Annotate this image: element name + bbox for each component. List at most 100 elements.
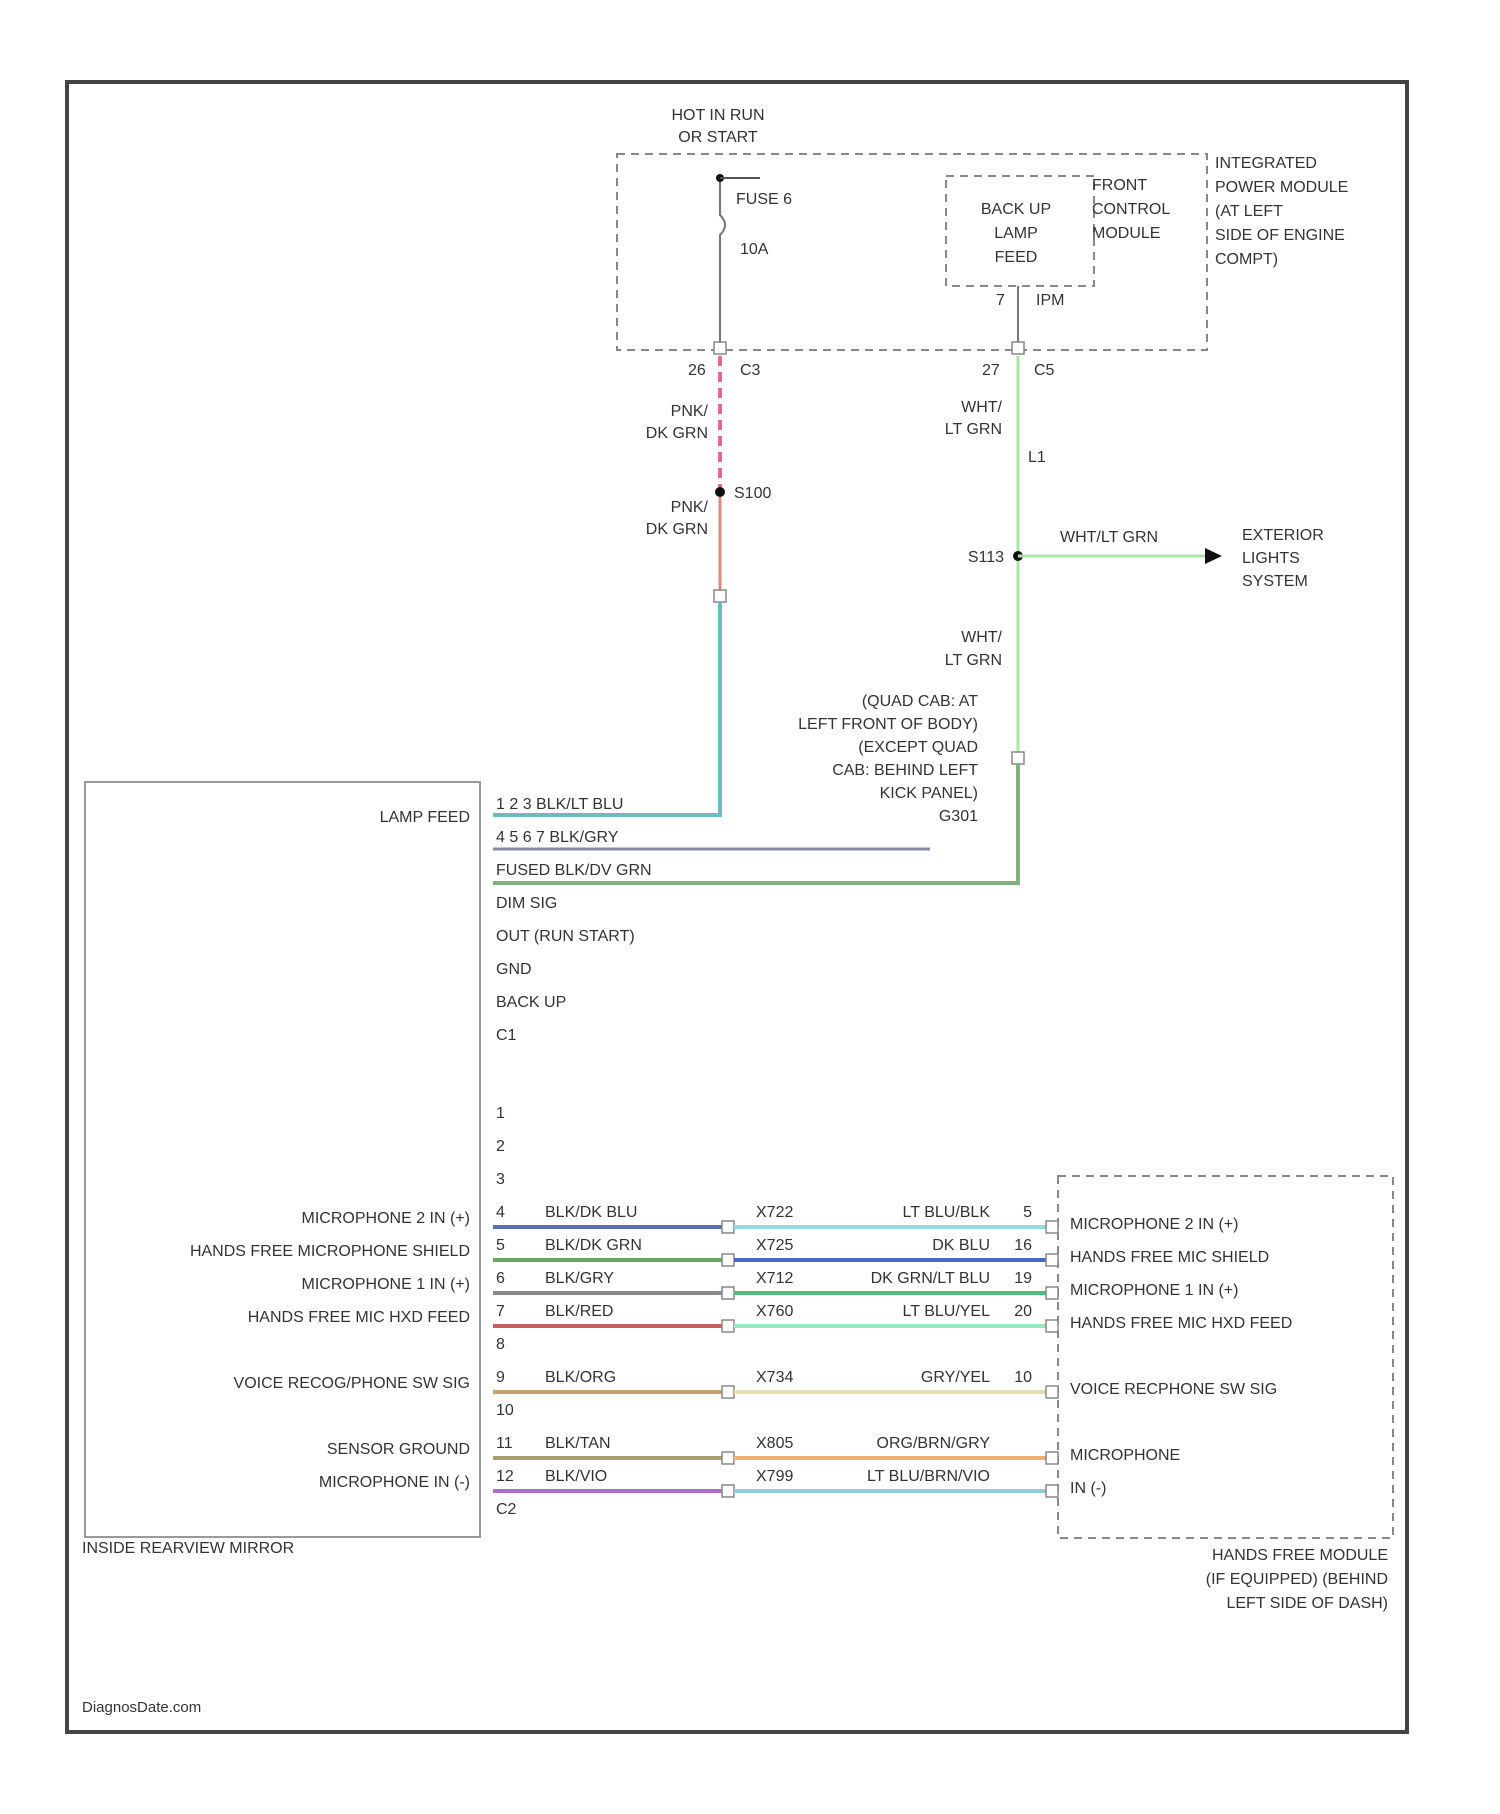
wire-label-wht-1b: LT GRN [945,421,1002,438]
wire-blk-lt-blu [493,602,720,815]
mirror-top-pin-label: BACK UP [496,994,566,1011]
svg-text:FEED: FEED [995,249,1038,266]
mirror-top-pin-label: DIM SIG [496,895,557,912]
mirror-pin-number: 3 [496,1171,505,1188]
wire-label-pink-2b: DK GRN [646,521,708,538]
fcm-label: FRONT CONTROL MODULE [1092,177,1170,242]
mirror-pin-number: 2 [496,1138,505,1155]
svg-text:LIGHTS: LIGHTS [1242,550,1300,567]
location-note: (QUAD CAB: AT LEFT FRONT OF BODY) (EXCEP… [798,693,978,825]
module-pin-number: 16 [1014,1237,1032,1254]
fuse-rating: 10A [740,241,769,258]
mirror-pin-number: 5 [496,1237,505,1254]
circuit-code: X734 [756,1369,793,1386]
mirror-pin-number: 11 [496,1435,513,1452]
mirror-top-pin-label: FUSED BLK/DV GRN [496,862,652,879]
svg-text:(IF EQUIPPED) (BEHIND: (IF EQUIPPED) (BEHIND [1206,1571,1388,1588]
svg-text:POWER MODULE: POWER MODULE [1215,179,1348,196]
fcm-pin: 7 [996,292,1005,309]
splice-s100 [715,487,725,497]
svg-text:CAB: BEHIND LEFT: CAB: BEHIND LEFT [832,762,978,779]
svg-text:SYSTEM: SYSTEM [1242,573,1308,590]
module-terminal [1046,1287,1058,1299]
module-terminal [1046,1221,1058,1233]
arrow-right-icon [1205,548,1222,564]
wire-color-right: GRY/YEL [921,1369,990,1386]
mirror-pin-number: 1 [496,1105,505,1122]
svg-text:(QUAD CAB: AT: (QUAD CAB: AT [862,693,978,710]
mirror-circuit-label: HANDS FREE MIC HXD FEED [248,1309,470,1326]
svg-text:G301: G301 [939,808,978,825]
svg-text:COMPT): COMPT) [1215,251,1278,268]
circuit-row: HANDS FREE MIC HXD FEED BLK/RED X760 LT BLU… [248,1303,1293,1332]
mirror-pin-number: 7 [496,1303,505,1320]
module-terminal [1046,1386,1058,1398]
mirror-top-pin-label: OUT (RUN START) [496,928,635,945]
inline-connector [722,1485,734,1497]
fuse-name: FUSE 6 [736,191,792,208]
inside-rearview-mirror-box [85,782,480,1537]
inline-connector [722,1386,734,1398]
inline-connector [722,1452,734,1464]
mirror-top-pin-label: C1 [496,1027,517,1044]
mirror-circuit-label: VOICE RECOG/PHONE SW SIG [234,1375,470,1392]
mirror-top-pin-label: 1 2 3 BLK/LT BLU [496,796,623,813]
circuit-code: X712 [756,1270,793,1287]
mirror-pin-number: C2 [496,1501,517,1518]
svg-text:MODULE: MODULE [1092,225,1160,242]
branch-wire-label: WHT/LT GRN [1060,529,1158,546]
wire-color-left: BLK/GRY [545,1270,614,1287]
circuit-code: X799 [756,1468,793,1485]
wire-label-wht-2a: WHT/ [961,629,1002,646]
wire-label-pink-1a: PNK/ [671,403,709,420]
module-circuit-label: MICROPHONE 2 IN (+) [1070,1216,1238,1233]
wire-color-left: BLK/TAN [545,1435,611,1452]
power-source-label-2: OR START [678,129,758,146]
wire-label-pink-1b: DK GRN [646,425,708,442]
mirror-circuit-label: MICROPHONE 1 IN (+) [302,1276,470,1293]
module-terminal [1046,1320,1058,1332]
splice-s100-label: S100 [734,485,771,502]
module-circuit-label: HANDS FREE MIC HXD FEED [1070,1315,1292,1332]
module-circuit-label: MICROPHONE 1 IN (+) [1070,1282,1238,1299]
module-circuit-label: HANDS FREE MIC SHIELD [1070,1249,1269,1266]
mirror-top-pin-label: GND [496,961,532,978]
mirror-pin-number: 6 [496,1270,505,1287]
svg-text:HANDS FREE MODULE: HANDS FREE MODULE [1212,1547,1388,1564]
svg-text:EXTERIOR: EXTERIOR [1242,527,1324,544]
wire-color-left: BLK/RED [545,1303,613,1320]
wire-label-wht-1a: WHT/ [961,399,1002,416]
module-terminal [1046,1254,1058,1266]
fuse-symbol [720,182,725,345]
inline-connector [722,1221,734,1233]
svg-text:(EXCEPT QUAD: (EXCEPT QUAD [858,739,978,756]
fuse-connector: C3 [740,362,761,379]
wire-code-l1: L1 [1028,449,1046,466]
circuit-code: X805 [756,1435,793,1452]
wire-color-left: BLK/DK BLU [545,1204,637,1221]
fcm-ipm-label: IPM [1036,292,1064,309]
svg-text:LAMP: LAMP [994,225,1038,242]
svg-text:INTEGRATED: INTEGRATED [1215,155,1317,172]
hands-free-module-label: HANDS FREE MODULE (IF EQUIPPED) (BEHIND … [1206,1547,1388,1612]
circuit-row: HANDS FREE MICROPHONE SHIELDBLK/DK GRNX7… [190,1237,1269,1266]
fuse-terminal [714,342,726,354]
circuit-row: MICROPHONE 2 IN (+)BLK/DK BLUX722LT BLU/… [302,1204,1239,1233]
watermark: DiagnosDate.com [82,1699,201,1716]
wire-label-pink-2a: PNK/ [671,499,709,516]
wire-color-right: LT BLU/YEL [903,1303,991,1320]
mirror-pin-number: 4 [496,1204,505,1221]
module-terminal [1046,1485,1058,1497]
mirror-pin-number: 10 [496,1402,514,1419]
fcm-terminal [1012,342,1024,354]
circuit-code: X760 [756,1303,793,1320]
svg-text:FRONT: FRONT [1092,177,1147,194]
mirror-pin-number: 9 [496,1369,505,1386]
wire-color-left: BLK/DK GRN [545,1237,642,1254]
module-pin-number: 10 [1014,1369,1032,1386]
